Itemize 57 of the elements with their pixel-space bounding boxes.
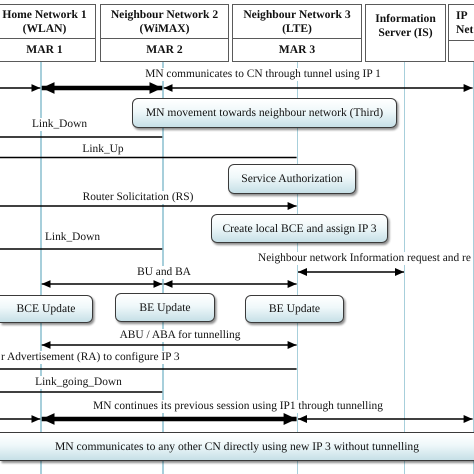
lifeline bbox=[404, 62, 406, 474]
router-name: MAR 2 bbox=[146, 42, 183, 57]
message-label: r Advertisement (RA) to configure IP 3 bbox=[1, 350, 180, 364]
router-name: MAR 3 bbox=[278, 42, 316, 57]
message-label: Router Solicitation (RS) bbox=[82, 190, 194, 204]
network-name: Information Server (IS) bbox=[374, 12, 437, 40]
process-box bbox=[228, 164, 356, 194]
participant-box bbox=[365, 4, 446, 62]
message-arrow bbox=[0, 202, 297, 210]
message-line bbox=[0, 136, 162, 138]
process-box bbox=[245, 295, 344, 323]
process-label: BE Update bbox=[268, 302, 320, 316]
participant-box bbox=[232, 4, 362, 62]
process-label: MN movement towards neighbour network (Third) bbox=[146, 106, 384, 120]
process-label: Create local BCE and assign IP 3 bbox=[222, 222, 377, 236]
network-name: Neighbour Network 3 (LTE) bbox=[242, 8, 352, 36]
network-name: Home Network 1 (WLAN) bbox=[1, 8, 88, 36]
participant-box bbox=[448, 4, 474, 62]
message-arrow bbox=[0, 84, 40, 92]
process-box bbox=[115, 293, 215, 322]
participant-box bbox=[100, 4, 229, 62]
process-label: MN communicates to any other CN directly using new IP 3 without tunnelling bbox=[54, 440, 420, 454]
router-name: MAR 1 bbox=[26, 42, 63, 57]
message-label: Neighbour network Information request and re bbox=[258, 252, 471, 264]
message-label: MN communicates to CN through tunnel using IP 1 bbox=[145, 68, 381, 81]
message-label: ABU / ABA for tunnelling bbox=[120, 328, 240, 342]
message-label: Link_Down bbox=[32, 118, 88, 130]
process-box bbox=[0, 295, 93, 323]
message-label: Link_Down bbox=[44, 230, 100, 244]
message-arrow bbox=[42, 413, 297, 425]
message-arrow bbox=[42, 82, 162, 94]
message-arrow bbox=[42, 341, 297, 349]
message-label: BU and BA bbox=[137, 266, 191, 278]
message-arrow bbox=[42, 280, 162, 288]
network-name: Neighbour Network 2 (WiMAX) bbox=[110, 8, 220, 36]
message-arrow bbox=[298, 268, 404, 276]
message-line bbox=[0, 248, 162, 250]
message-line bbox=[0, 156, 297, 158]
process-label: Service Authorization bbox=[241, 172, 343, 186]
message-line bbox=[0, 391, 162, 393]
message-label: Link_going_Down bbox=[35, 376, 122, 388]
message-arrow bbox=[164, 84, 473, 92]
message-arrow bbox=[0, 415, 40, 423]
message-label: Link_Up bbox=[82, 142, 124, 156]
process-label: BE Update bbox=[139, 300, 191, 314]
process-box bbox=[132, 98, 397, 128]
message-label: MN continues its previous session using IP1 through tunnelling bbox=[93, 400, 383, 412]
lifeline bbox=[472, 62, 474, 474]
message-line bbox=[0, 368, 297, 370]
process-box bbox=[211, 214, 388, 243]
lifeline bbox=[40, 62, 42, 474]
message-arrow bbox=[298, 415, 473, 423]
network-name: IP Net bbox=[456, 8, 474, 36]
message-arrow bbox=[164, 280, 297, 288]
process-label: BCE Update bbox=[16, 302, 76, 316]
participant-box bbox=[0, 4, 96, 62]
process-box bbox=[0, 432, 474, 461]
